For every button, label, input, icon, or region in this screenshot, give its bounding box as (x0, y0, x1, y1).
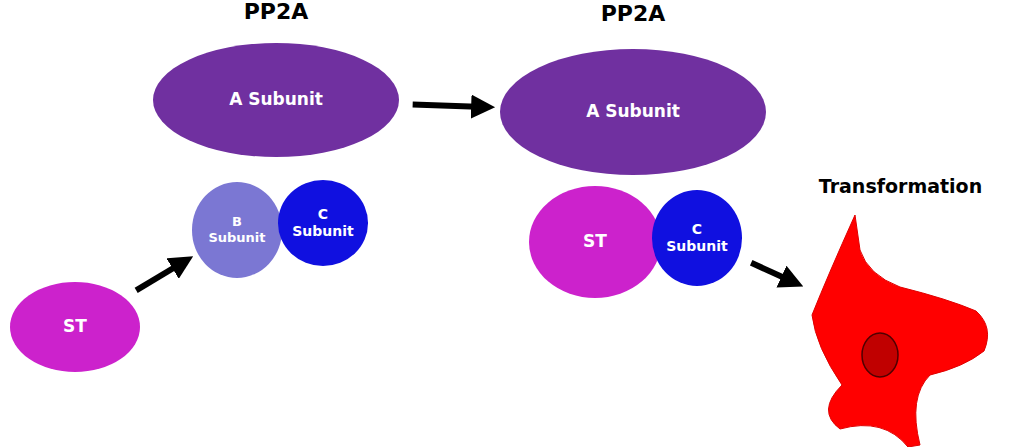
node-body: A Subunit (153, 43, 399, 157)
node-label: ST (583, 231, 607, 252)
flow-arrow (413, 105, 485, 107)
node-label: ST (63, 316, 87, 337)
node-body: ST (10, 282, 140, 372)
a-subunit: A SubunitPP2A (153, 43, 399, 157)
node-label: B Subunit (203, 214, 272, 247)
node-body (808, 215, 993, 447)
node-body: A Subunit (500, 49, 766, 175)
node-label: C Subunit (663, 221, 732, 256)
node-heading: Transformation (819, 175, 982, 197)
nucleus (862, 333, 898, 377)
st-antigen: ST (10, 282, 140, 372)
cell-outline (808, 215, 993, 447)
node-heading: PP2A (601, 1, 666, 26)
node-label: C Subunit (289, 206, 358, 241)
flow-arrow (751, 263, 793, 282)
node-body: C Subunit (278, 180, 368, 266)
node-heading: PP2A (244, 0, 309, 24)
flow-arrow (136, 262, 184, 291)
node-body: B Subunit (192, 182, 282, 278)
node-label: A Subunit (586, 101, 680, 122)
node-body: ST (529, 186, 661, 298)
b-subunit: B Subunit (192, 182, 282, 278)
transformed-cell: Transformation (808, 215, 993, 447)
c-subunit: C Subunit (652, 190, 742, 286)
node-label: A Subunit (229, 89, 323, 110)
st-antigen: ST (529, 186, 661, 298)
node-body: C Subunit (652, 190, 742, 286)
a-subunit: A SubunitPP2A (500, 49, 766, 175)
c-subunit: C Subunit (278, 180, 368, 266)
